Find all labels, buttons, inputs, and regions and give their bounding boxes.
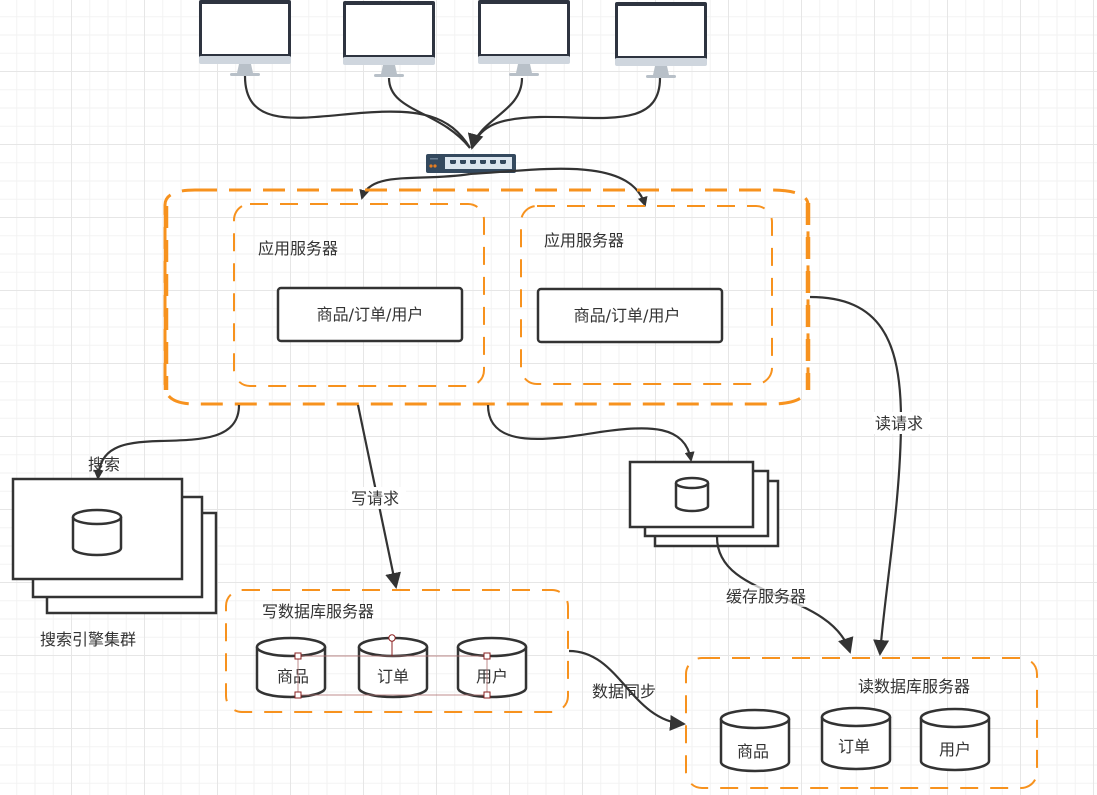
edge-label-bg — [724, 585, 816, 607]
connector-client1-switch — [243, 75, 471, 149]
read-db-table-label: 订单 — [838, 737, 870, 756]
write-db-label: 写数据库服务器 — [262, 602, 374, 621]
write-db-table-label: 商品 — [277, 667, 309, 686]
resize-handle[interactable] — [483, 691, 491, 699]
connector-cache — [486, 404, 695, 462]
monitor-icon — [343, 1, 435, 77]
client-monitor-4[interactable] — [615, 2, 707, 78]
write-db-container — [225, 589, 569, 713]
database-icon — [71, 508, 123, 557]
read-db-table-goods[interactable]: 商品 — [719, 708, 791, 773]
write-db-table-label: 订单 — [377, 667, 409, 686]
connector-client3-switch — [467, 77, 524, 150]
app-server-1[interactable]: 应用服务器 商品/订单/用户 — [233, 203, 485, 387]
cache-servers[interactable] — [628, 460, 780, 548]
app-server-1-module-label: 商品/订单/用户 — [317, 305, 424, 324]
write-db-table-orders[interactable]: 订单 — [357, 636, 429, 699]
selection-handles[interactable] — [294, 634, 491, 699]
connector-client2-switch — [387, 77, 471, 149]
connector-read-request — [809, 295, 903, 656]
app-server-2-module-box[interactable] — [536, 287, 724, 344]
network-switch[interactable] — [426, 154, 516, 173]
app-server-1-module-box[interactable] — [276, 286, 464, 343]
write-db-table-label: 用户 — [476, 667, 508, 686]
app-server-2[interactable]: 应用服务器 商品/订单/用户 — [520, 205, 773, 385]
database-icon — [674, 476, 710, 513]
app-cluster-container — [163, 188, 810, 406]
app-server-1-label: 应用服务器 — [258, 239, 338, 258]
resize-handle[interactable] — [294, 652, 302, 660]
app-server-1-container — [233, 203, 485, 387]
app-server-2-container — [520, 205, 773, 385]
edge-label-bg — [348, 487, 406, 509]
write-db-table-users[interactable]: 用户 — [456, 636, 528, 699]
read-db-table-orders[interactable]: 订单 — [820, 706, 892, 771]
client-monitor-1[interactable] — [199, 0, 291, 76]
client-monitor-3[interactable] — [478, 0, 570, 76]
edge-label-bg — [872, 412, 930, 434]
resize-handle[interactable] — [483, 652, 491, 660]
read-db-table-label: 用户 — [939, 740, 971, 759]
write-db-server[interactable]: 写数据库服务器 商品 订单 用户 — [225, 589, 569, 713]
write-db-table-goods[interactable]: 商品 — [255, 636, 327, 699]
monitor-icon — [615, 2, 707, 78]
read-db-table-users[interactable]: 用户 — [919, 707, 991, 772]
read-db-container — [685, 657, 1038, 789]
connector-search — [93, 404, 241, 480]
app-server-2-module-label: 商品/订单/用户 — [574, 306, 681, 325]
search-cluster-label: 搜索引擎集群 — [40, 630, 136, 649]
client-monitor-2[interactable] — [343, 1, 435, 77]
read-db-label: 读数据库服务器 — [858, 677, 970, 696]
app-server-2-label: 应用服务器 — [544, 231, 624, 250]
edge-label-write-request: 写请求 — [351, 489, 399, 508]
connector-switch-app1 — [359, 172, 471, 200]
edge-label-read-request: 读请求 — [875, 414, 923, 433]
monitor-icon — [478, 0, 570, 76]
monitor-icon — [199, 0, 291, 76]
connector-switch-app2 — [469, 167, 648, 207]
connector-data-sync — [568, 649, 686, 731]
connector-client4-switch — [470, 77, 662, 149]
search-engine-cluster[interactable]: 搜索引擎集群 — [11, 477, 218, 649]
edge-label-data-sync: 数据同步 — [592, 682, 656, 701]
cache-servers-label: 缓存服务器 — [726, 587, 806, 606]
edge-label-search: 搜索 — [88, 455, 120, 474]
resize-handle[interactable] — [294, 691, 302, 699]
rotate-handle[interactable] — [388, 634, 396, 642]
read-db-server[interactable]: 读数据库服务器 商品 订单 用户 — [685, 657, 1038, 789]
read-db-table-label: 商品 — [737, 742, 769, 761]
